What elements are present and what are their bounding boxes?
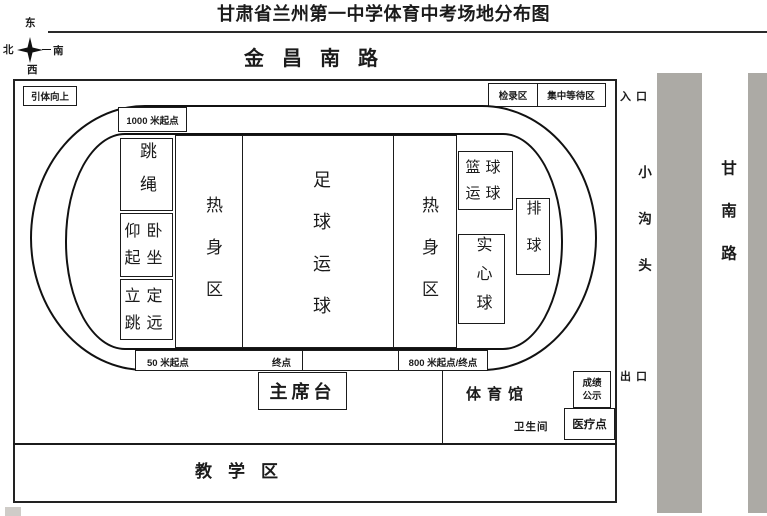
warmup-zone-right: 热身区 [419, 196, 438, 322]
volleyball-label: 排球 [524, 199, 541, 274]
road-jinchang-label: 金昌南路 [244, 48, 396, 70]
gym-label: 体育馆 [466, 386, 530, 403]
waiting-box: 集中等待区 [536, 83, 606, 107]
corner-artifact [5, 507, 21, 516]
warmup-zone-left: 热身区 [203, 196, 222, 322]
scoreboard-label: 成绩公示 [582, 377, 602, 402]
bottom-strip-divider-1 [302, 350, 303, 371]
road-top-line [48, 31, 767, 33]
compass-pointer-line [42, 49, 51, 50]
compass-east-label: 东 [25, 17, 36, 29]
jump-rope-box: 跳绳 [120, 138, 173, 211]
compass-south-label: 南 [53, 45, 64, 57]
start-1000m-box: 1000 米起点 [118, 107, 187, 132]
infield-outline [175, 135, 457, 348]
teaching-area [13, 443, 617, 503]
finish-label: 终点 [272, 358, 292, 369]
infield-divider-right [393, 135, 394, 348]
rostrum-box: 主席台 [258, 372, 347, 410]
compass-north-label: 北 [3, 44, 14, 56]
medicine-ball-label: 实心球 [473, 235, 491, 323]
road-bar-1 [657, 73, 702, 513]
bottom-strip-divider-2 [398, 350, 399, 371]
medical-box: 医疗点 [564, 408, 615, 440]
jump-rope-label: 跳绳 [137, 141, 156, 208]
compass-west-label: 西 [27, 64, 38, 76]
page-title: 甘肃省兰州第一中学体育中考场地分布图 [217, 4, 550, 24]
infield-divider-left [242, 135, 243, 348]
situp-box: 仰卧起坐 [120, 213, 173, 277]
football-dribble-zone: 足球运球 [311, 170, 331, 338]
basketball-dribble-box: 篮球运球 [458, 151, 513, 210]
road-bar-2 [748, 73, 767, 513]
restroom-label: 卫生间 [514, 421, 549, 433]
track-inner-line [65, 133, 563, 350]
bottom-strip [135, 350, 488, 371]
teaching-area-label: 教学区 [195, 462, 294, 481]
standing-long-jump-box: 立定跳远 [120, 279, 173, 340]
pullup-box: 引体向上 [23, 86, 77, 106]
road-gannan-label: 甘南路 [719, 160, 736, 288]
checkin-box: 检录区 [488, 83, 538, 107]
entrance-label: 入口 [620, 91, 652, 103]
campus-border [13, 79, 617, 503]
medicine-ball-box: 实心球 [458, 234, 505, 324]
exit-label: 出口 [620, 371, 652, 383]
volleyball-box: 排球 [516, 198, 550, 275]
start-50m-label: 50 米起点 [147, 358, 189, 369]
gym-left-border [442, 371, 443, 443]
start-800m-label: 800 米起点/终点 [408, 358, 478, 369]
scoreboard-box: 成绩公示 [573, 371, 611, 408]
compass-rose-icon [17, 37, 43, 63]
lane-xiaogoutou-label: 小沟头 [636, 165, 651, 305]
